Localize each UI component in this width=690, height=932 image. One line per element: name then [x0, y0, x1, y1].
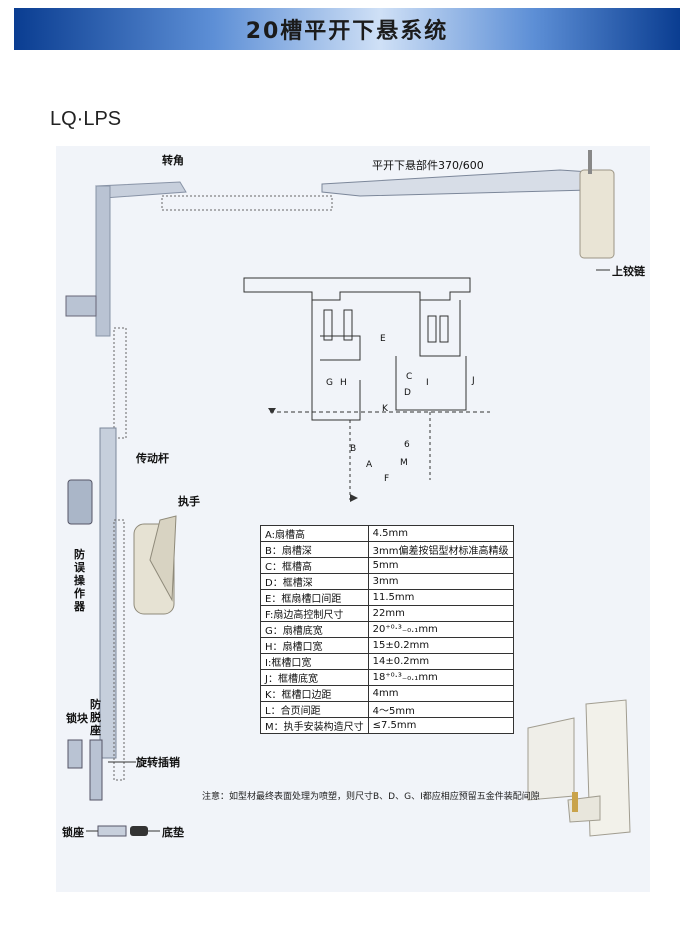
spec-value: 4～5mm: [367, 701, 514, 718]
spec-key: B：扇槽深: [260, 541, 369, 558]
spec-value: 18⁺⁰·³₋₀.₁mm: [367, 669, 514, 686]
spec-value: 20⁺⁰·³₋₀.₁mm: [367, 621, 514, 638]
spec-value: 15±0.2mm: [367, 637, 514, 654]
dim-i: I: [426, 378, 429, 388]
rotary-bolt-label: 旋转插销: [136, 756, 180, 769]
spec-key: A:扇槽高: [260, 525, 369, 542]
dim-k: K: [382, 404, 388, 414]
spec-value: 3mm偏差按铝型材标准高精级: [367, 541, 514, 558]
spec-key: F:扇边高控制尺寸: [260, 605, 369, 622]
dim-e: E: [380, 334, 386, 344]
spec-value: 22mm: [367, 605, 514, 622]
stay-arm: [321, 169, 591, 197]
note-text: 注意：如型材最终表面处理为喷塑，则尺寸B、D、G、I都应相应预留五金件装配间隙: [202, 792, 540, 802]
anti-drop-part: [89, 739, 103, 801]
spec-value: 3mm: [367, 573, 514, 590]
anti-drop-label: 防脱座: [90, 698, 101, 737]
spec-key: E：框扇槽口间距: [260, 589, 369, 606]
anti-misoperation-label: 防误操作器: [74, 548, 85, 613]
spec-value: 14±0.2mm: [367, 653, 514, 670]
bottom-pad-label: 底垫: [162, 826, 184, 839]
corner-part: [95, 181, 187, 337]
spec-key: J：框槽底宽: [260, 669, 369, 686]
lock-seat-label: 锁座: [62, 826, 84, 839]
top-hinge-label: 上铰链: [612, 265, 645, 278]
model-code: LQ·LPS: [50, 108, 122, 130]
profile-cross-section: [243, 277, 490, 500]
handle-part: [133, 515, 177, 615]
spec-value: 11.5mm: [367, 589, 514, 606]
dim-c: C: [406, 372, 413, 382]
page-title: 20槽平开下悬系统: [245, 19, 449, 44]
spec-key: K：框槽口边距: [260, 685, 369, 702]
dim-b: B: [350, 444, 357, 454]
dim-j: J: [472, 376, 475, 386]
spec-value: 5mm: [367, 557, 514, 574]
dim-6: 6: [404, 440, 410, 450]
dim-f: F: [384, 474, 390, 484]
spec-key: D：框槽深: [260, 573, 369, 590]
spec-key: G：扇槽底宽: [260, 621, 369, 638]
lock-block-label: 锁块: [66, 712, 88, 725]
dim-h: H: [340, 378, 347, 388]
vertical-connector: [113, 327, 127, 439]
hinge-photo: [527, 699, 631, 837]
hardware-label: 平开下悬部件370/600: [372, 159, 484, 172]
spec-key: I:框槽口宽: [260, 653, 369, 670]
drive-rod-label: 传动杆: [136, 452, 169, 465]
spec-key: M：执手安装构造尺寸: [260, 717, 369, 734]
spec-value: 4.5mm: [367, 525, 514, 542]
anti-misoperation-part: [67, 479, 93, 525]
spec-row: M：执手安装构造尺寸≤7.5mm: [260, 717, 514, 734]
connector-top: [161, 195, 333, 211]
corner-label: 转角: [162, 154, 184, 167]
spec-key: L：合页间距: [260, 701, 369, 718]
handle-label: 执手: [178, 495, 200, 508]
dim-d: D: [404, 388, 411, 398]
spec-value: ≤7.5mm: [367, 717, 514, 734]
title-banner: 20槽平开下悬系统: [14, 8, 680, 50]
dim-g: G: [326, 378, 333, 388]
lock-block-part: [67, 739, 83, 769]
spec-value: 4mm: [367, 685, 514, 702]
dim-m: M: [400, 458, 408, 468]
spec-key: C：框槽高: [260, 557, 369, 574]
bottom-pad-part: [130, 826, 148, 836]
top-hinge-part: [579, 150, 615, 259]
drive-rod-part: [99, 427, 117, 759]
small-block: [65, 295, 97, 317]
lock-seat-part: [97, 825, 127, 837]
dim-a: A: [366, 460, 373, 470]
spec-key: H：扇槽口宽: [260, 637, 369, 654]
datum-marker: [268, 408, 276, 414]
